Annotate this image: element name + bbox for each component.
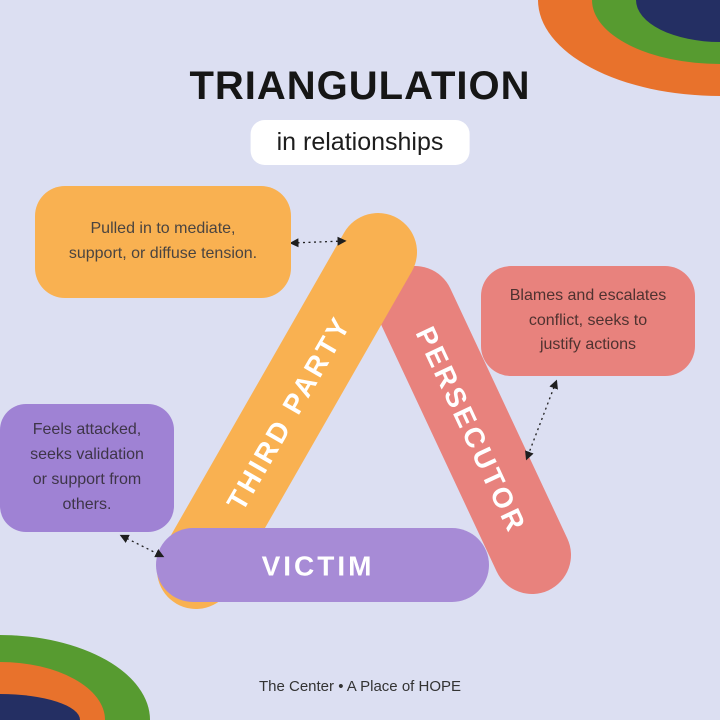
callout-persecutor-text: Blames and escalates conflict, seeks to … [509,286,667,354]
corner-stripe-bottom-left-navy [0,694,80,720]
page-title: TRIANGULATION [189,64,531,108]
callout-third-party-text: Pulled in to mediate, support, or diffus… [68,220,258,262]
third-party-side [157,213,417,609]
victim-label: VICTIM [262,551,375,582]
callout-third-party: Pulled in to mediate, support, or diffus… [35,186,291,298]
footer-text: The Center • A Place of HOPE [258,678,462,695]
persecutor-side [376,266,571,594]
connector-persecutor [525,379,558,461]
corner-stripe-top-right-navy [636,0,720,42]
subtitle-pill: in relationships [250,120,470,165]
connector-third-party [289,236,347,248]
callout-persecutor: Blames and escalates conflict, seeks to … [481,266,695,376]
connector-victim [119,534,165,558]
subtitle-text: in relationships [276,128,444,156]
callout-victim-text: Feels attacked, seeks validation or supp… [30,421,144,513]
callout-victim: Feels attacked, seeks validation or supp… [0,404,174,532]
